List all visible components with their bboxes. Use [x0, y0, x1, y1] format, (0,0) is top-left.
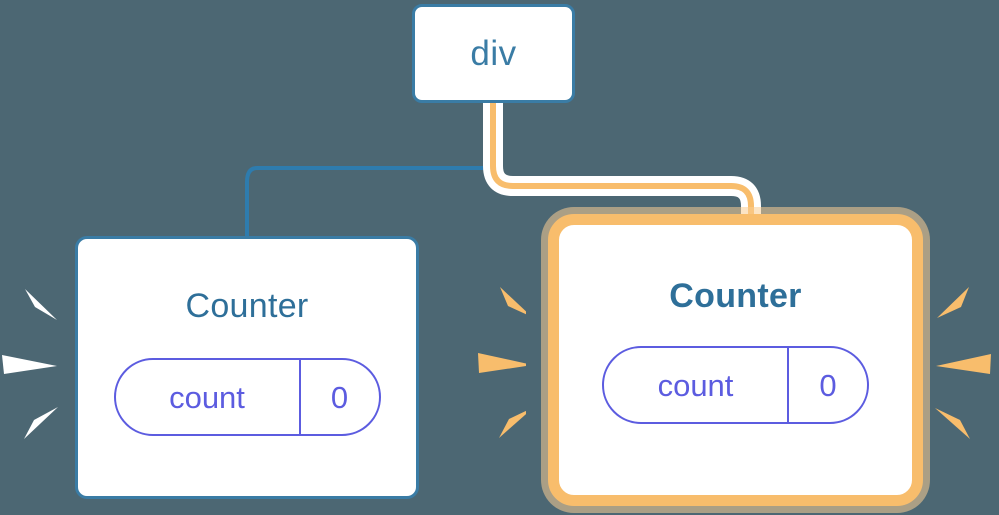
edge-root-to-counter-right [490, 103, 754, 232]
node-counter-right[interactable]: Counter count 0 [548, 214, 923, 506]
spark-ray-icon [936, 354, 991, 374]
spark-ray-icon [935, 408, 970, 439]
spark-rays-orange-middle [466, 274, 526, 449]
spark-rays-white-left [2, 277, 62, 452]
node-counter-left-title: Counter [185, 287, 309, 325]
spark-ray-icon [500, 287, 526, 315]
edge-root-to-counter-left [245, 101, 495, 238]
spark-rays-orange-right [932, 274, 992, 449]
spark-ray-icon [2, 355, 57, 374]
edge-root-to-counter-right-halo [483, 103, 761, 232]
state-key: count [604, 348, 789, 422]
node-counter-right-title: Counter [669, 277, 802, 315]
node-div-title: div [470, 34, 517, 73]
state-value: 0 [330, 379, 349, 415]
spark-ray-icon [24, 407, 58, 439]
state-pill-counter-left: count 0 [113, 358, 381, 436]
spark-ray-icon [478, 353, 526, 373]
state-pill-counter-right: count 0 [602, 346, 869, 424]
node-counter-left[interactable]: Counter count 0 [75, 236, 419, 499]
spark-ray-icon [937, 287, 969, 318]
node-div[interactable]: div [412, 4, 575, 103]
spark-ray-icon [25, 289, 57, 320]
state-value: 0 [819, 367, 837, 403]
state-key: count [116, 360, 301, 434]
spark-ray-icon [499, 410, 526, 438]
